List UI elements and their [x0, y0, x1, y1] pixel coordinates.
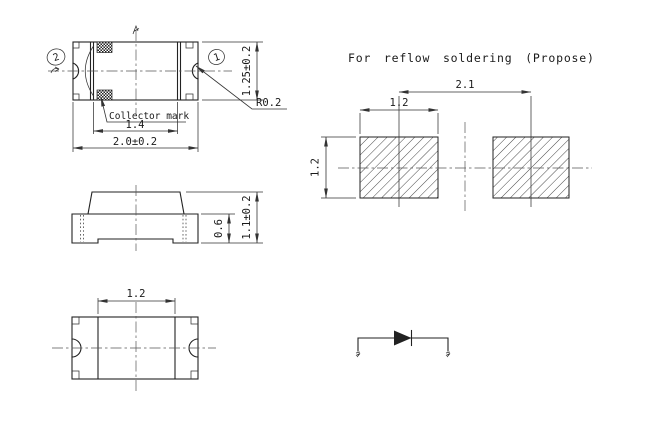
pad-layout: For reflow soldering (Propose) 2.1 1.2 1…: [310, 51, 595, 213]
dim-pad-width: 1.2: [359, 97, 439, 134]
radius-callout: R0.2: [195, 65, 287, 110]
schematic-diode: [355, 329, 451, 358]
side-view: 0.6 1.1±0.2: [71, 185, 263, 251]
dim-overall-height-text: 1.1±0.2: [241, 195, 253, 239]
dim-overall-width: 2.0±0.2: [72, 102, 199, 152]
pin-1-callout: 1: [208, 49, 225, 65]
collector-mark-text: Collector mark: [109, 111, 189, 122]
collector-mark-top: [96, 41, 113, 53]
pin-2-label: 2: [52, 52, 61, 64]
dim-height-text: 1.25±0.2: [241, 46, 253, 97]
pin-1-label: 1: [212, 52, 221, 64]
dim-pad-pitch: 2.1: [398, 79, 532, 94]
side-body-outline: [71, 213, 199, 244]
dim-pad-width-text: 1.2: [390, 97, 409, 109]
dim-overall-width-text: 2.0±0.2: [113, 136, 157, 148]
lead-end-mark-left: [355, 351, 361, 358]
left-plating-arc: [84, 45, 94, 97]
radius-text: R0.2: [256, 97, 281, 109]
top-orientation-mark: [132, 24, 140, 35]
left-corner-steps: [73, 42, 80, 100]
lead-end-mark-right: [445, 351, 451, 358]
dim-height: 1.25±0.2: [202, 41, 263, 101]
dim-pad-pitch-text: 2.1: [456, 79, 475, 91]
pin-2-callout: 2: [46, 48, 66, 66]
reflow-title: For reflow soldering (Propose): [348, 51, 595, 65]
right-corner-steps: [185, 42, 194, 100]
diode-anode-triangle: [394, 330, 412, 346]
bottom-view: 1.2: [52, 288, 216, 391]
top-view: 2 1 1.25±0.2 R0.2 Collector mark 1.4: [46, 24, 287, 152]
terminal-boundary-dashes: [80, 215, 187, 242]
dim-base-height: 0.6: [201, 213, 235, 244]
pin-1-circle: [208, 49, 225, 65]
dim-pad-height-text: 1.2: [310, 158, 322, 177]
dim-terminal-gap-text: 1.2: [127, 288, 146, 300]
pin-2-circle: [46, 48, 66, 66]
dim-terminal-span-text: 1.4: [126, 119, 145, 131]
collector-mark-callout: Collector mark: [100, 96, 189, 123]
left-notch-arc: [72, 62, 80, 80]
collector-mark-bottom: [96, 89, 113, 101]
dim-terminal-gap: 1.2: [97, 288, 176, 314]
dim-base-height-text: 0.6: [213, 219, 225, 238]
left-orientation-mark: [50, 66, 60, 74]
dim-terminal-span: 1.4: [93, 102, 178, 134]
dim-pad-height: 1.2: [310, 136, 356, 199]
bottom-corner-steps: [72, 317, 198, 379]
dim-overall-height: 1.1±0.2: [186, 191, 263, 244]
